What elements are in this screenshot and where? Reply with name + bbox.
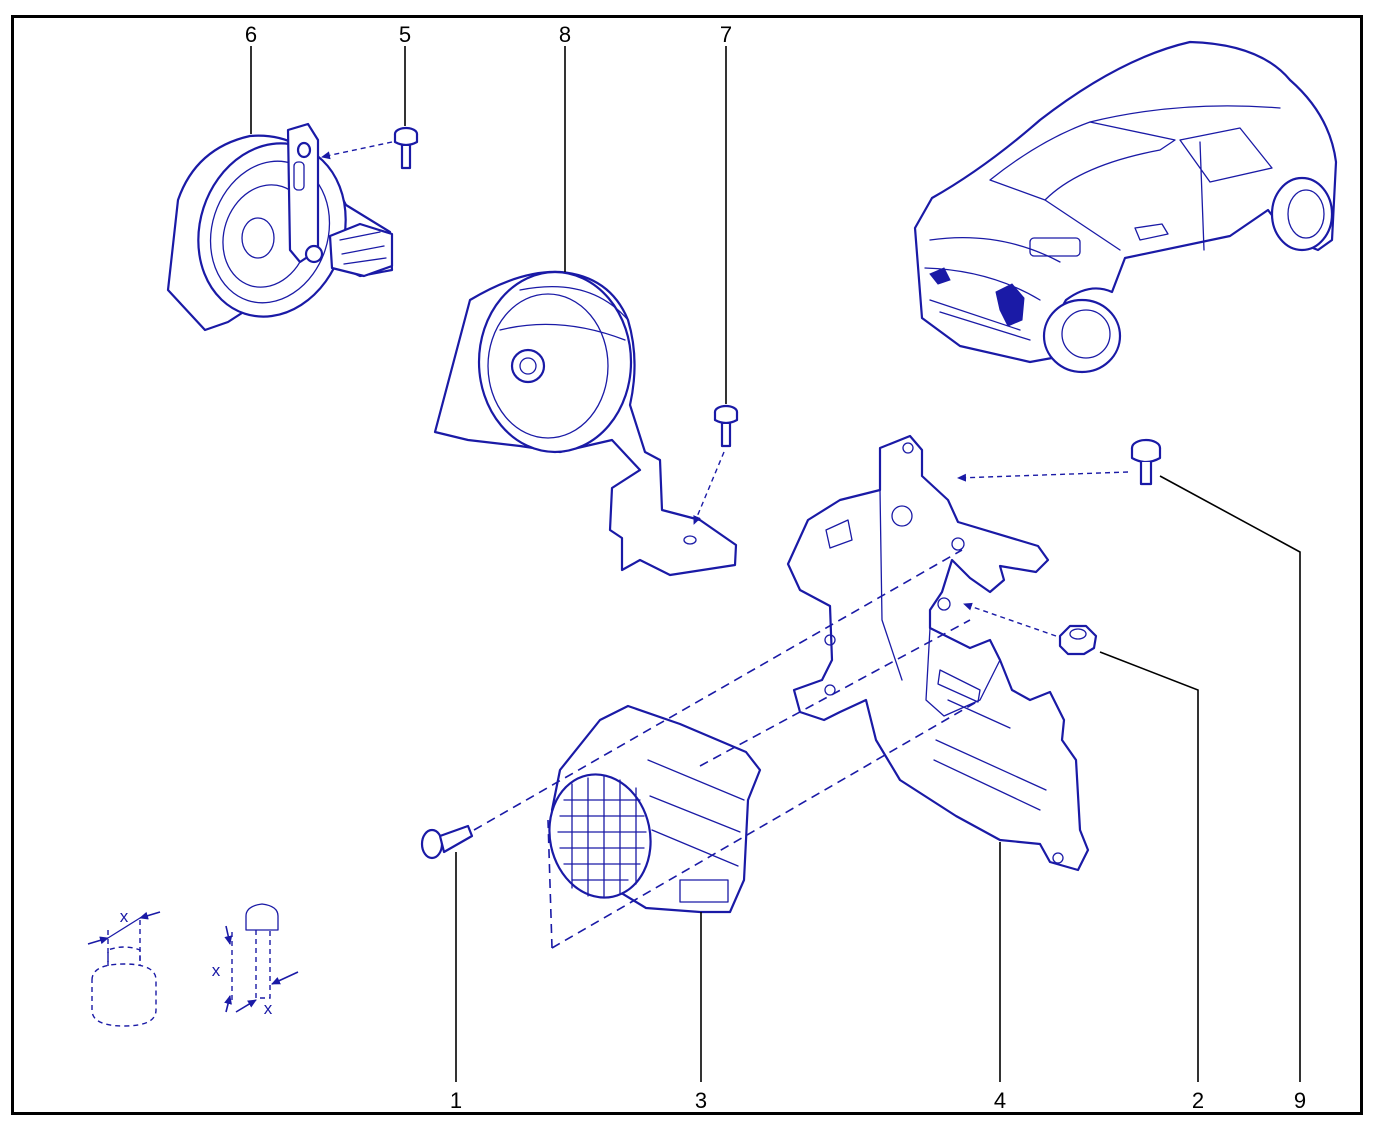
vehicle-location-drawing <box>913 40 1338 374</box>
bolt-dimension-symbol <box>224 903 299 1013</box>
horn-6-drawing <box>166 122 394 332</box>
nut-dimension-symbol <box>87 911 161 1027</box>
bolt-dimension-x-width: x <box>264 999 273 1018</box>
nut-2-drawing <box>963 602 1098 656</box>
callout-5: 5 <box>399 22 411 47</box>
assembly-dashed-lines <box>473 549 981 949</box>
screw-1-drawing <box>420 824 474 860</box>
nut-dimension-x: x <box>120 907 129 926</box>
callout-2: 2 <box>1192 1088 1204 1113</box>
bracket-4-drawing <box>786 434 1090 872</box>
screw-7-drawing <box>693 404 739 525</box>
leader-lines <box>250 46 1301 1082</box>
callout-4: 4 <box>994 1088 1006 1113</box>
bolt-dimension-x-height: x <box>212 961 221 980</box>
callout-1: 1 <box>450 1088 462 1113</box>
horn-8-drawing <box>433 270 738 577</box>
screw-5-drawing <box>321 126 419 170</box>
screw-9-drawing <box>957 438 1162 486</box>
callout-7: 7 <box>720 22 732 47</box>
sound-unit-3-drawing <box>548 704 762 914</box>
callout-9: 9 <box>1294 1088 1306 1113</box>
callout-6: 6 <box>245 22 257 47</box>
callout-8: 8 <box>559 22 571 47</box>
callout-3: 3 <box>695 1088 707 1113</box>
